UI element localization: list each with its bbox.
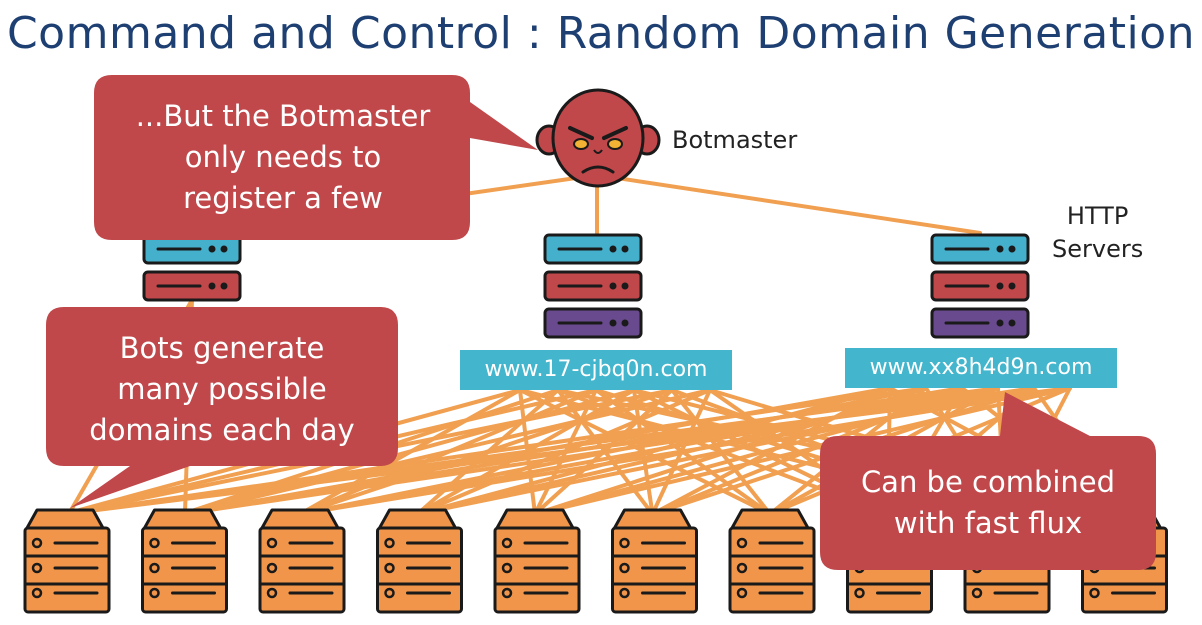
bot-link <box>594 388 772 516</box>
speech-bubbles <box>46 75 1156 570</box>
domain-box-right: www.xx8h4d9n.com <box>845 348 1117 388</box>
bubble-register-text: ...But the Botmaster only needs to regis… <box>135 99 431 215</box>
server-unit <box>930 233 1030 265</box>
eye <box>607 138 623 150</box>
slide-title: Command and Control : Random Domain Gene… <box>6 8 1196 59</box>
server-unit <box>930 307 1030 339</box>
bubble-generate-text: Bots generate many possible domains each… <box>89 331 355 447</box>
bot-computer-icon <box>611 508 698 614</box>
head <box>551 88 645 188</box>
bot-link <box>415 386 892 516</box>
nose <box>593 149 603 154</box>
bot-link <box>415 388 560 516</box>
bubble-fastflux-text: Can be combined with fast flux <box>860 465 1116 540</box>
connection-lines <box>63 173 1125 516</box>
bot-link <box>533 388 598 516</box>
bot-computer-icon <box>23 508 111 614</box>
bot-computer-icon <box>141 508 228 614</box>
bot-link <box>518 388 772 516</box>
bubble-register <box>94 75 538 240</box>
brow <box>568 126 594 140</box>
bot-link <box>298 388 598 516</box>
bubble-fastflux <box>820 392 1156 570</box>
botmaster-label: Botmaster <box>672 126 798 154</box>
bot-computer-icon <box>728 508 816 614</box>
bot-link <box>298 388 522 516</box>
server-unit <box>543 307 643 339</box>
server-unit <box>930 270 1030 302</box>
http-servers <box>142 233 1030 339</box>
server-stack-icon <box>930 233 1030 339</box>
bot-computer-icon <box>376 508 463 614</box>
server-unit <box>142 270 242 302</box>
server-stack-icon <box>142 233 242 302</box>
server-unit <box>142 233 242 265</box>
brow <box>602 126 628 140</box>
bot-link <box>415 386 964 516</box>
server-unit <box>543 233 643 265</box>
bot-link <box>518 388 537 516</box>
botmaster-link <box>595 173 982 235</box>
bot-link <box>298 386 928 516</box>
eye <box>573 138 589 150</box>
mouth <box>581 165 615 174</box>
bot-link <box>650 386 892 516</box>
bot-link <box>556 388 655 516</box>
bot-link <box>650 386 964 516</box>
server-stack-icon <box>543 233 643 339</box>
bot-link <box>533 386 928 516</box>
server-unit <box>543 270 643 302</box>
http-servers-label: HTTP Servers <box>1052 202 1144 263</box>
bubble-generate <box>46 307 398 508</box>
bot-computer-icon <box>493 508 581 614</box>
botmaster-face-icon <box>535 88 661 188</box>
bot-computer-icon <box>258 508 346 614</box>
domain-box-middle: www.17-cjbq0n.com <box>460 350 732 390</box>
